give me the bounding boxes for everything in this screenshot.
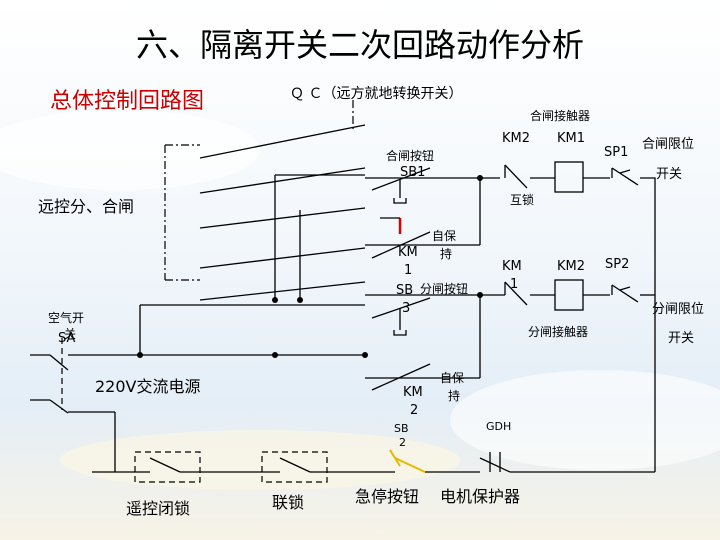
qc-label: Ｑ Ｃ（远方就地转换开关） [290, 85, 462, 102]
sb1-label: SB1 [400, 165, 425, 180]
km2-top-label: KM2 [502, 131, 530, 146]
close-button-label: 合闸按钮 [386, 148, 434, 163]
close-contactor-label: 合闸接触器 [530, 108, 590, 123]
km1-mid-label-a: KM [398, 245, 418, 260]
self-hold-1a: 自保 [432, 229, 456, 243]
air-switch-label-2: 关 [64, 327, 76, 341]
sb2-label-a: SB [394, 422, 409, 435]
sp1-label: SP1 [604, 145, 628, 160]
self-hold-2b: 持 [448, 388, 460, 403]
km1-row2-label-b: 1 [510, 277, 518, 292]
km2-low-label-b: 2 [410, 403, 418, 418]
open-limit-label-1: 分闸限位 [652, 302, 704, 317]
remote-control-label: 远控分、合闸 [38, 197, 134, 216]
junction-dots [137, 175, 483, 358]
close-limit-label-2: 开关 [656, 167, 682, 182]
interlock2-label: 联锁 [272, 493, 304, 512]
km2-low-label-a: KM [403, 385, 423, 400]
km1-top-label: KM1 [557, 131, 585, 146]
air-switch-label-1: 空气开 [48, 310, 84, 325]
qc-transfer-switch [164, 100, 366, 301]
open-contactor-label: 分闸接触器 [528, 324, 588, 339]
self-hold-2a: 自保 [440, 371, 464, 385]
open-button-label: 分闸按钮 [420, 281, 468, 296]
motor-protector-label: 电机保护器 [440, 487, 520, 506]
sb3-label-a: SB [396, 283, 413, 298]
remote-lock-label: 遥控闭锁 [126, 499, 190, 518]
emergency-stop-label: 急停按钮 [355, 487, 419, 506]
km1-mid-label-b: 1 [404, 263, 412, 278]
sb3-label-b: 3 [402, 301, 410, 316]
power-label: 220V交流电源 [95, 377, 201, 396]
sp2-label: SP2 [605, 257, 629, 272]
self-hold-1b: 持 [440, 246, 452, 261]
km1-row2-label-a: KM [502, 259, 522, 274]
page-subtitle: 总体控制回路图 [50, 89, 204, 114]
page-title: 六、隔离开关二次回路动作分析 [136, 26, 584, 64]
sb2-label-b: 2 [399, 436, 406, 449]
open-limit-label-2: 开关 [668, 331, 694, 346]
interlock-label: 互锁 [510, 192, 534, 207]
gdh-label: GDH [486, 420, 511, 433]
diagram-labels: Ｑ Ｃ（远方就地转换开关） 合闸接触器 KM2 KM1 SP1 合闸限位 开关 … [38, 85, 704, 518]
km2-row2-label: KM2 [557, 259, 585, 274]
sa-label: SA [58, 331, 75, 346]
close-limit-label-1: 合闸限位 [642, 137, 694, 152]
